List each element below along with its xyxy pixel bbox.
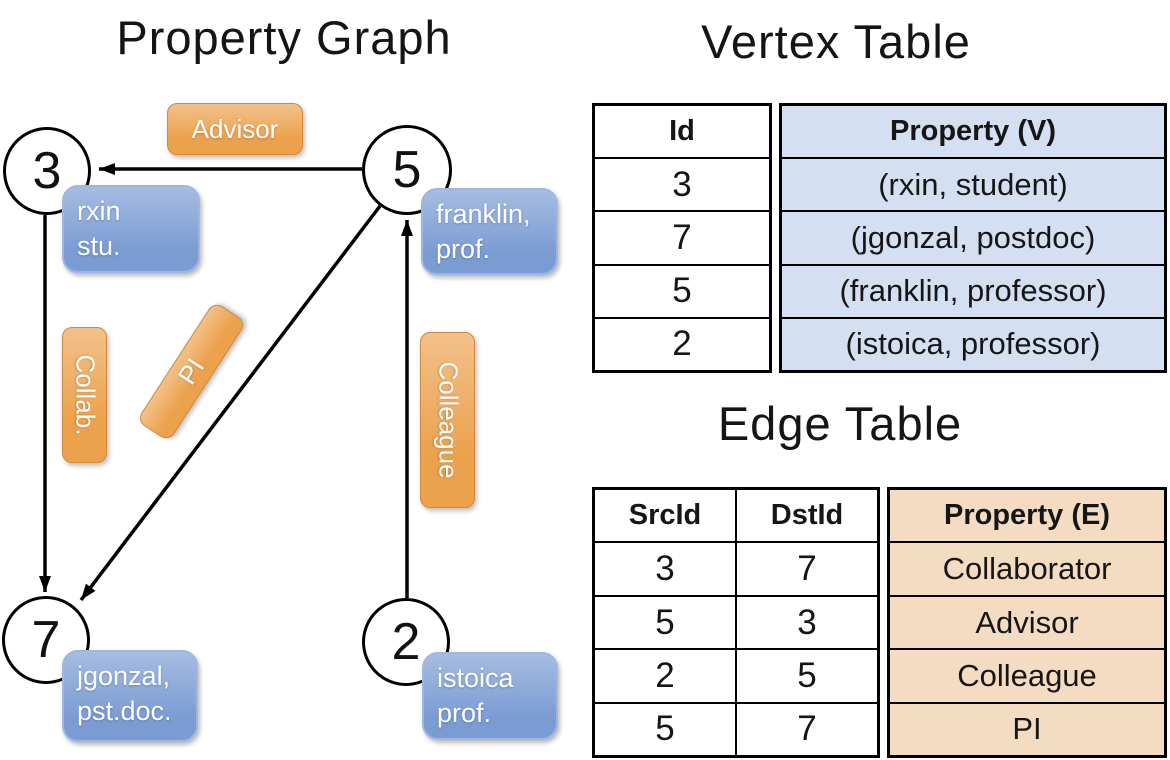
node-property-box-2: istoica prof. xyxy=(422,652,558,740)
table-row: 5 3 xyxy=(595,594,877,649)
table-row: (rxin, student) xyxy=(782,157,1164,210)
edge-dst-cell: 7 xyxy=(735,703,877,756)
vertex-property-cell: (istoica, professor) xyxy=(845,326,1101,362)
edge-property-cell: PI xyxy=(1012,711,1042,747)
property-line: prof. xyxy=(437,698,492,728)
vertex-property-cell: (jgonzal, postdoc) xyxy=(850,220,1096,255)
edge-dst-cell: 3 xyxy=(735,596,877,649)
graph-node-5: 5 xyxy=(362,125,452,215)
table-row: 5 7 xyxy=(595,701,877,756)
vertex-id-cell: 7 xyxy=(672,218,692,257)
node-id-label: 2 xyxy=(391,613,421,671)
vertex-table-id-column: Id 3 7 5 2 xyxy=(592,103,772,373)
table-row: Colleague xyxy=(890,648,1164,701)
table-row: Collaborator xyxy=(890,541,1164,594)
table-row: 2 xyxy=(595,316,769,370)
edge-dst-cell: 5 xyxy=(735,650,877,702)
property-line: stu. xyxy=(77,231,121,261)
edge-src-cell: 2 xyxy=(655,655,675,695)
edge-label-text: Collab. xyxy=(70,354,100,436)
column-header-id: Id xyxy=(669,115,695,148)
property-graph-title: Property Graph xyxy=(116,11,452,64)
edge-property-cell: Advisor xyxy=(975,604,1079,640)
table-header-row: Id xyxy=(595,106,769,157)
table-header-row: Property (V) xyxy=(782,106,1164,157)
vertex-id-cell: 2 xyxy=(672,324,692,364)
vertex-property-cell: (rxin, student) xyxy=(878,166,1068,202)
edge-dst-cell: 7 xyxy=(735,543,877,595)
edge-src-cell: 3 xyxy=(655,549,675,589)
edge-pi-5-to-7 xyxy=(79,204,382,602)
property-line: rxin xyxy=(77,196,121,226)
edge-label-colleague: Colleague xyxy=(420,332,475,508)
edge-src-cell: 5 xyxy=(655,709,675,749)
table-row: 3 xyxy=(595,157,769,210)
table-header-row: SrcId DstId xyxy=(595,490,877,542)
edge-table-title: Edge Table xyxy=(717,397,963,450)
graph-edges-layer xyxy=(39,163,413,602)
table-row: (istoica, professor) xyxy=(782,316,1164,370)
table-row: 2 5 xyxy=(595,648,877,702)
edge-src-cell: 5 xyxy=(655,602,675,642)
column-header-property-v: Property (V) xyxy=(890,115,1056,148)
table-row: 5 xyxy=(595,263,769,317)
table-row: 3 7 xyxy=(595,541,877,595)
edge-label-text: Colleague xyxy=(433,361,463,479)
table-row: (jgonzal, postdoc) xyxy=(782,210,1164,263)
edge-property-cell: Collaborator xyxy=(942,551,1112,587)
vertex-id-cell: 5 xyxy=(672,271,692,311)
property-line: istoica xyxy=(437,663,514,693)
edge-table-property-column: Property (E) Collaborator Advisor Collea… xyxy=(887,487,1167,758)
property-line: pst.doc. xyxy=(77,696,172,726)
node-id-label: 7 xyxy=(31,611,61,669)
table-header-row: Property (E) xyxy=(890,490,1164,541)
property-line: jgonzal, xyxy=(77,661,171,691)
edge-label-collab: Collab. xyxy=(62,327,107,463)
edge-property-cell: Colleague xyxy=(957,657,1097,693)
node-property-box-3: rxin stu. xyxy=(62,185,200,273)
node-property-box-7: jgonzal, pst.doc. xyxy=(62,650,198,742)
edge-table-id-columns: SrcId DstId 3 7 5 3 2 5 5 7 xyxy=(592,487,880,758)
column-header-property-e: Property (E) xyxy=(944,499,1110,532)
vertex-table-title: Vertex Table xyxy=(701,15,971,68)
edge-label-advisor: Advisor xyxy=(167,103,303,155)
node-id-label: 3 xyxy=(32,142,62,200)
edge-label-text: Advisor xyxy=(191,113,279,144)
node-property-box-5: franklin, prof. xyxy=(421,188,558,275)
graph-node-2: 2 xyxy=(362,598,450,686)
vertex-id-cell: 3 xyxy=(672,164,692,204)
property-line: franklin, xyxy=(436,199,531,229)
vertex-property-cell: (franklin, professor) xyxy=(839,273,1107,309)
table-row: Advisor xyxy=(890,594,1164,648)
vertex-table-property-column: Property (V) (rxin, student) (jgonzal, p… xyxy=(779,103,1167,373)
edge-label-text: PI xyxy=(171,352,211,390)
table-row: 7 xyxy=(595,210,769,263)
node-id-label: 5 xyxy=(392,141,422,199)
column-header-srcid: SrcId xyxy=(628,499,702,532)
property-line: prof. xyxy=(436,234,491,264)
table-row: PI xyxy=(890,701,1164,755)
table-row: (franklin, professor) xyxy=(782,263,1164,317)
column-header-dstid: DstId xyxy=(735,490,877,542)
